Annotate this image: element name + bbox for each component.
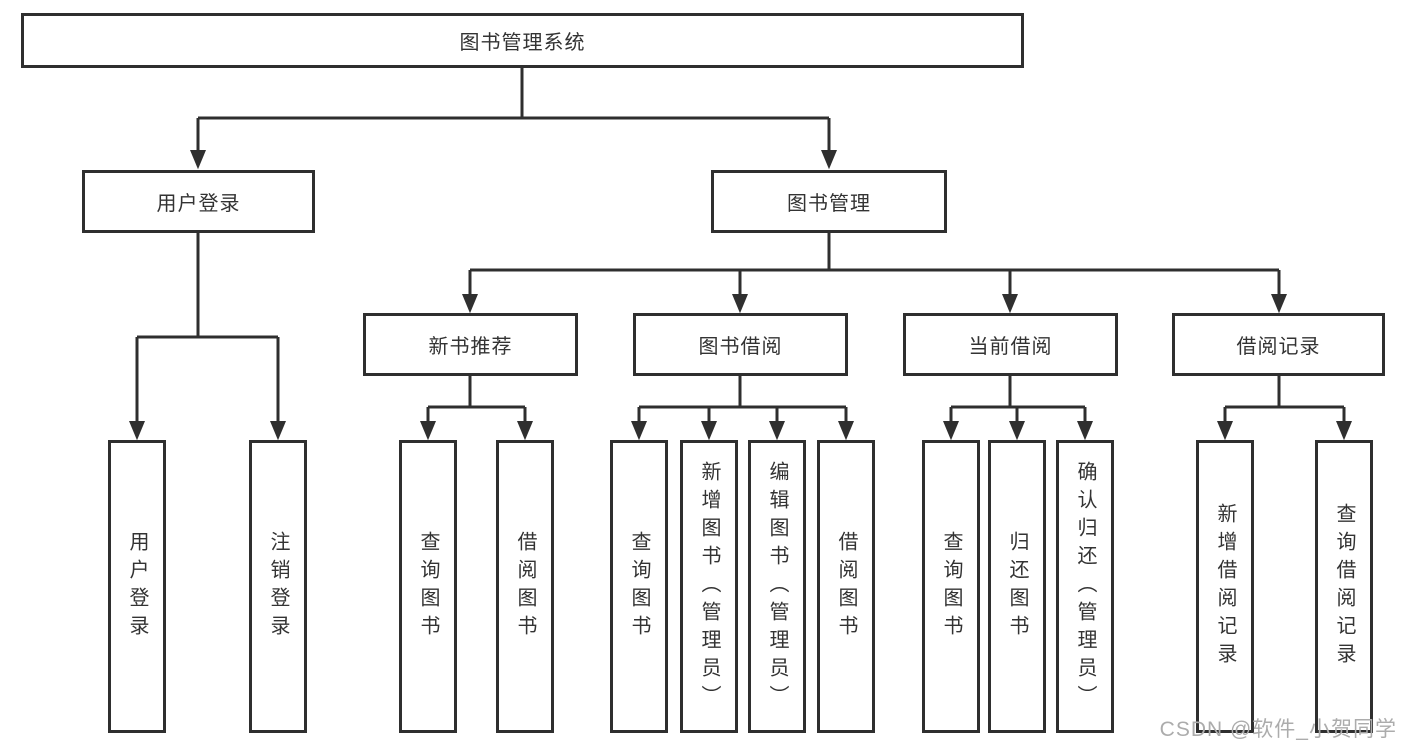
node-label: 当前借阅	[968, 336, 1053, 358]
node-label: 注销登录	[267, 530, 289, 643]
node-label: 查询图书	[628, 530, 650, 643]
node-label: 图书借阅	[698, 336, 783, 358]
node-book-management: 图书管理	[711, 170, 947, 233]
leaf-query-books-current: 查询图书	[922, 440, 980, 733]
leaf-return-books: 归还图书	[988, 440, 1046, 733]
node-label: 新增借阅记录	[1214, 502, 1236, 671]
node-book-management-system: 图书管理系统	[21, 13, 1024, 68]
leaf-query-books-recommend: 查询图书	[399, 440, 457, 733]
node-label: 用户登录	[156, 193, 241, 215]
leaf-query-books-borrowing: 查询图书	[610, 440, 668, 733]
leaf-query-borrow-record: 查询借阅记录	[1315, 440, 1373, 733]
node-label: 图书管理系统	[459, 32, 586, 54]
leaf-borrow-books-recommend: 借阅图书	[496, 440, 554, 733]
node-label: 查询借阅记录	[1333, 502, 1355, 671]
leaf-add-books-admin: 新增图书（管理员）	[680, 440, 738, 733]
node-label: 新书推荐	[428, 336, 513, 358]
node-label: 确认归还（管理员）	[1074, 460, 1096, 713]
leaf-edit-books-admin: 编辑图书（管理员）	[748, 440, 806, 733]
node-label: 编辑图书（管理员）	[766, 460, 788, 713]
node-label: 查询图书	[940, 530, 962, 643]
node-book-borrowing: 图书借阅	[633, 313, 848, 376]
node-borrowing-records: 借阅记录	[1172, 313, 1385, 376]
node-label: 借阅图书	[835, 530, 857, 643]
node-label: 借阅图书	[514, 530, 536, 643]
node-label: 查询图书	[417, 530, 439, 643]
node-label: 归还图书	[1006, 530, 1028, 643]
node-user-login: 用户登录	[82, 170, 315, 233]
leaf-user-login: 用户登录	[108, 440, 166, 733]
node-label: 图书管理	[787, 193, 871, 215]
node-label: 用户登录	[126, 530, 148, 643]
node-label: 新增图书（管理员）	[698, 460, 720, 713]
leaf-add-borrow-record: 新增借阅记录	[1196, 440, 1254, 733]
leaf-confirm-return-admin: 确认归还（管理员）	[1056, 440, 1114, 733]
node-label: 借阅记录	[1236, 336, 1321, 358]
leaf-borrow-books: 借阅图书	[817, 440, 875, 733]
watermark: CSDN @软件_小贺同学	[1159, 718, 1397, 741]
node-current-borrowing: 当前借阅	[903, 313, 1118, 376]
node-new-book-recommendation: 新书推荐	[363, 313, 578, 376]
leaf-logout: 注销登录	[249, 440, 307, 733]
